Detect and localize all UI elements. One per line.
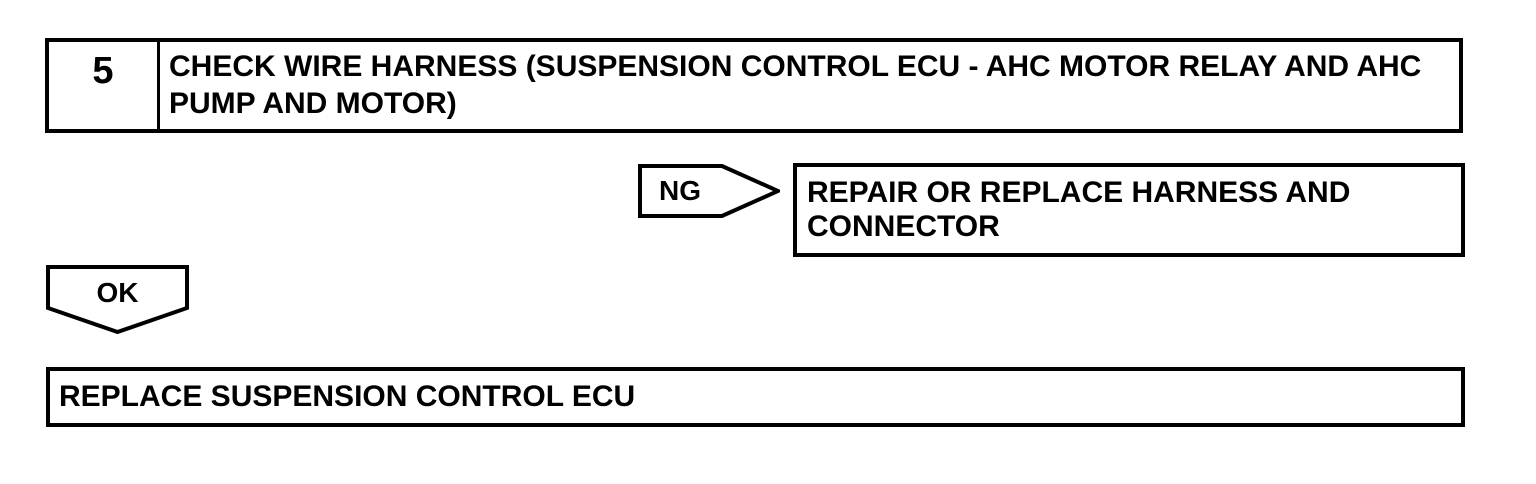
step-box: 5 CHECK WIRE HARNESS (SUSPENSION CONTROL… [45, 38, 1463, 133]
ok-action-text: REPLACE SUSPENSION CONTROL ECU [59, 380, 636, 413]
ok-label: OK [96, 277, 139, 308]
ok-action-box: REPLACE SUSPENSION CONTROL ECU [46, 367, 1465, 427]
ok-arrow-shape-icon [46, 265, 189, 335]
step-number: 5 [49, 42, 160, 129]
ng-arrow-shape-icon [638, 164, 780, 218]
ng-action-text: REPAIR OR REPLACE HARNESS AND CONNECTOR [807, 176, 1351, 243]
ng-branch-arrow: NG [638, 164, 780, 218]
ok-branch-arrow: OK [46, 265, 189, 335]
step-title: CHECK WIRE HARNESS (SUSPENSION CONTROL E… [169, 50, 1422, 120]
ng-label: NG [659, 175, 701, 206]
ng-action-box: REPAIR OR REPLACE HARNESS AND CONNECTOR [793, 163, 1465, 257]
